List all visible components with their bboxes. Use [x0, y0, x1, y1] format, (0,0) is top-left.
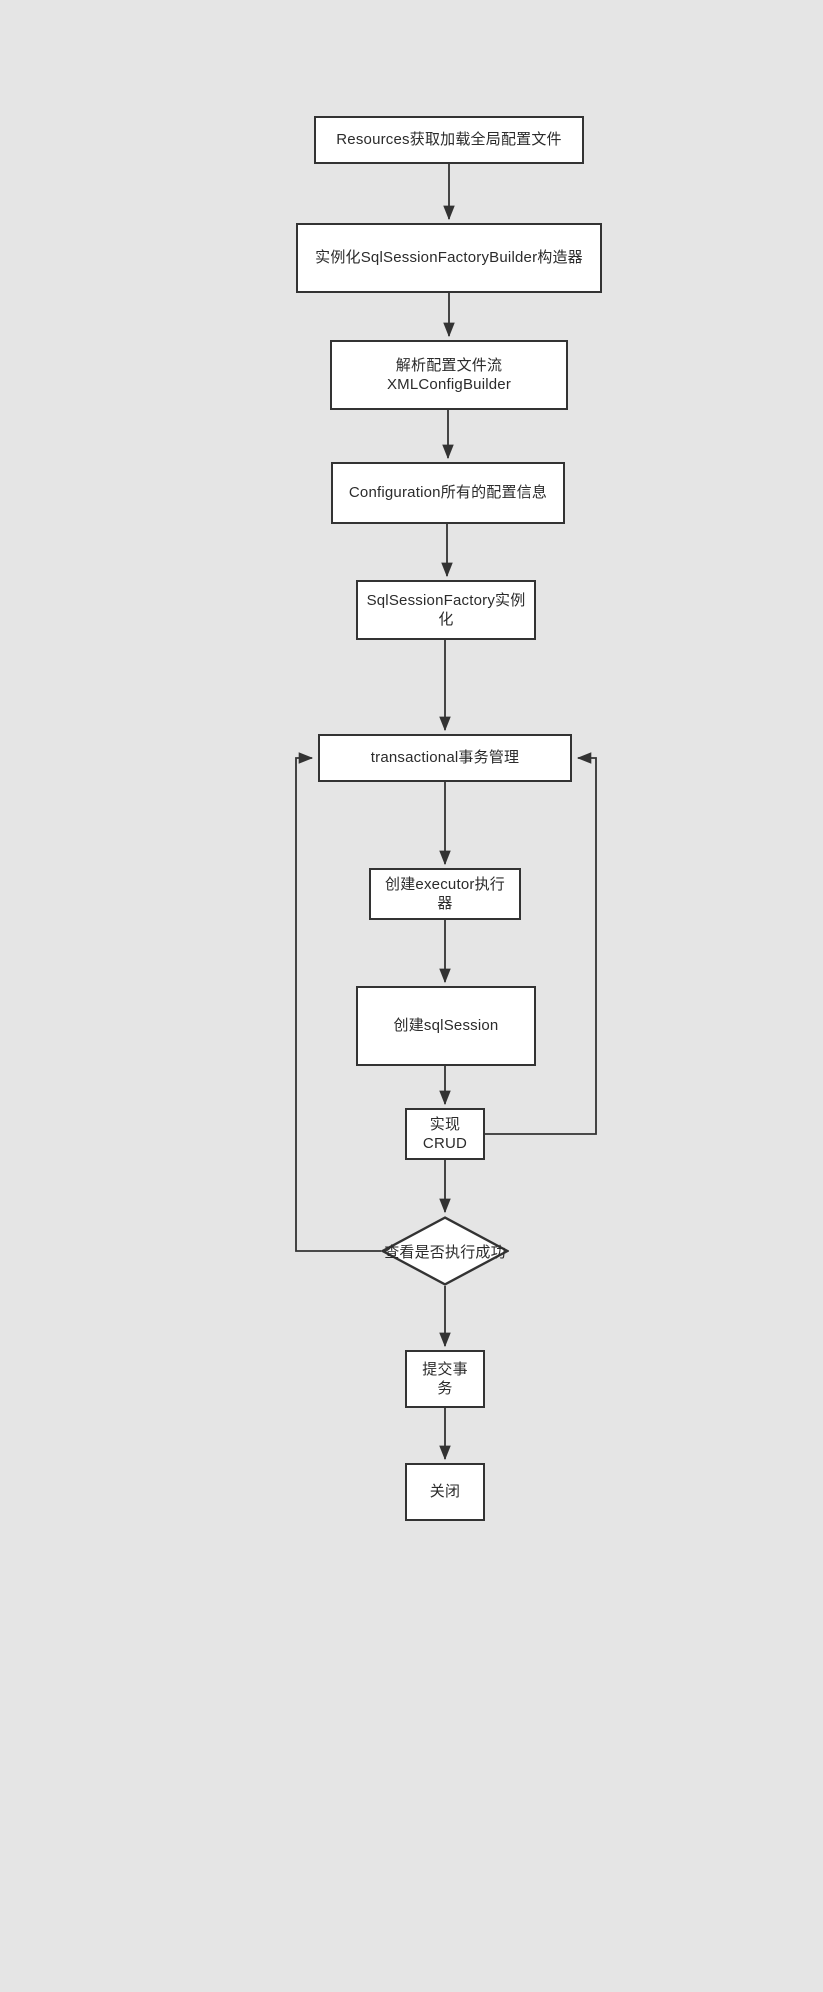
node-sqlsession[interactable]: 创建sqlSession — [356, 986, 536, 1066]
node-crud[interactable]: 实现CRUD — [405, 1108, 485, 1160]
node-configuration-label: Configuration所有的配置信息 — [348, 484, 548, 502]
node-resources-label: Resources获取加载全局配置文件 — [336, 131, 562, 149]
node-transactional[interactable]: transactional事务管理 — [318, 734, 572, 782]
node-configuration[interactable]: Configuration所有的配置信息 — [331, 462, 565, 524]
node-close-label: 关闭 — [429, 1483, 461, 1501]
node-close[interactable]: 关闭 — [405, 1463, 485, 1521]
node-executor-label: 创建executor执行器 — [385, 875, 505, 913]
diamond-shape-icon — [381, 1216, 509, 1286]
node-check-success-label: 查看是否执行成功 — [384, 1243, 506, 1261]
node-sqlsessionfactorybuilder[interactable]: 实例化SqlSessionFactoryBuilder构造器 — [296, 223, 602, 293]
node-executor[interactable]: 创建executor执行器 — [369, 868, 521, 920]
node-xmlconfigbuilder[interactable]: 解析配置文件流XMLConfigBuilder — [330, 340, 568, 410]
node-xmlconfigbuilder-label: 解析配置文件流XMLConfigBuilder — [386, 356, 512, 394]
node-resources[interactable]: Resources获取加载全局配置文件 — [314, 116, 584, 164]
node-sqlsessionfactory[interactable]: SqlSessionFactory实例化 — [356, 580, 536, 640]
node-check-success[interactable]: 查看是否执行成功 — [381, 1216, 509, 1286]
node-sqlsessionfactorybuilder-label: 实例化SqlSessionFactoryBuilder构造器 — [315, 249, 583, 267]
node-commit-transaction[interactable]: 提交事务 — [405, 1350, 485, 1408]
node-transactional-label: transactional事务管理 — [370, 749, 520, 767]
node-crud-label: 实现CRUD — [422, 1115, 468, 1153]
edge-crud-loop-to-transaction — [485, 752, 597, 1135]
node-commit-transaction-label: 提交事务 — [422, 1360, 468, 1398]
node-sqlsession-label: 创建sqlSession — [393, 1017, 499, 1035]
node-sqlsessionfactory-label: SqlSessionFactory实例化 — [366, 591, 526, 629]
